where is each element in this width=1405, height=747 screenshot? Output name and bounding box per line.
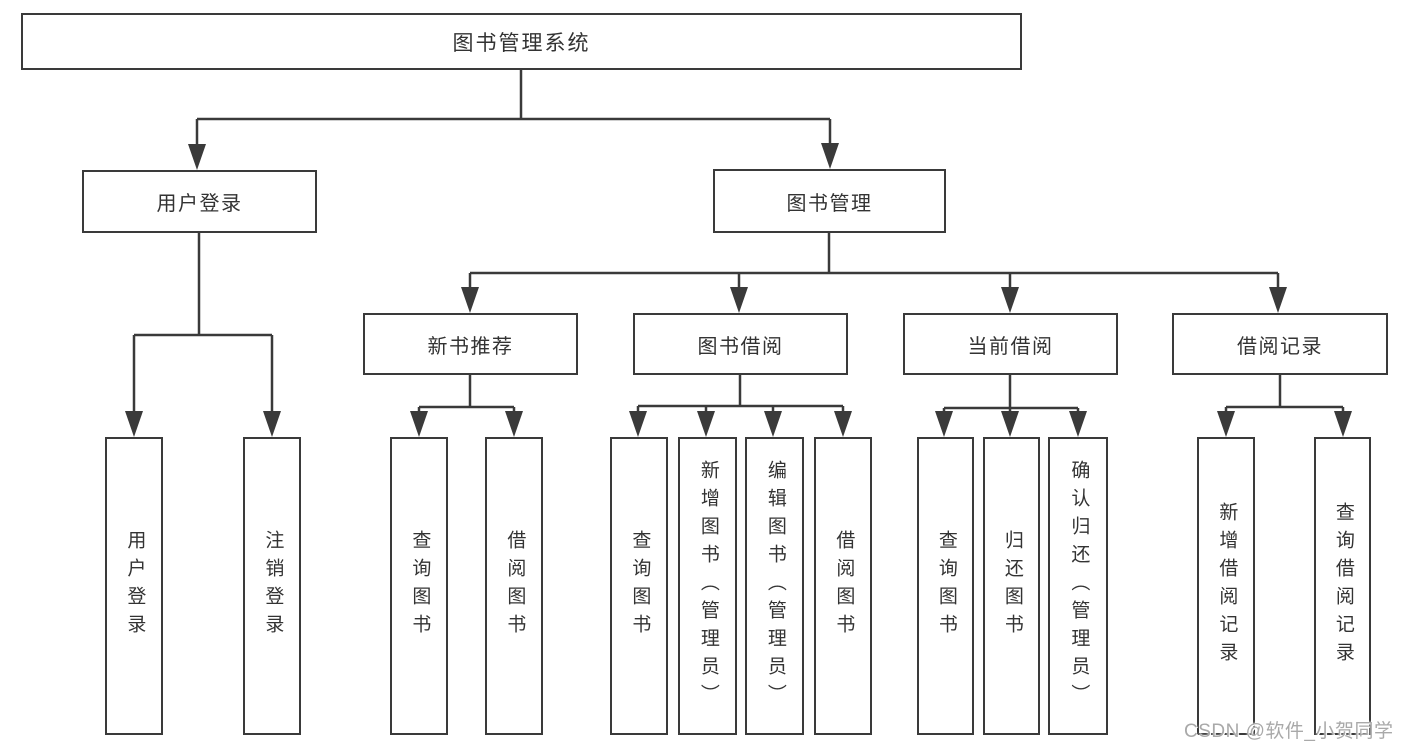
node-label: 归还图书 [1001,530,1023,642]
arrowhead-icon [505,411,523,437]
arrowhead-icon [730,287,748,313]
leaf-query-books-borrow: 查询图书 [610,437,668,735]
node-borrowing-records: 借阅记录 [1172,313,1388,375]
leaf-borrow-books-recommend: 借阅图书 [485,437,543,735]
node-user-login: 用户登录 [82,170,317,233]
arrowhead-icon [125,411,143,437]
arrowhead-icon [410,411,428,437]
leaf-return-books: 归还图书 [983,437,1040,735]
node-label: 查询图书 [629,530,651,642]
arrowhead-icon [821,143,839,169]
node-library-system: 图书管理系统 [21,13,1022,70]
arrowhead-icon [697,411,715,437]
node-label: 用户登录 [124,530,146,642]
arrowhead-icon [461,287,479,313]
node-label: 借阅记录 [1237,335,1323,358]
node-label: 确认归还（管理员） [1068,460,1090,712]
leaf-add-book-admin: 新增图书（管理员） [678,437,737,735]
leaf-query-books-recommend: 查询图书 [390,437,448,735]
leaf-query-books-current: 查询图书 [917,437,974,735]
node-label: 查询图书 [409,530,431,642]
arrowhead-icon [1334,411,1352,437]
arrowhead-icon [1001,411,1019,437]
arrowheads [125,143,1352,437]
node-label: 用户登录 [156,193,243,215]
node-book-borrowing: 图书借阅 [633,313,848,375]
watermark: CSDN @软件_小贺同学 [1184,721,1394,742]
arrowhead-icon [188,144,206,170]
node-book-management: 图书管理 [713,169,946,233]
node-label: 查询借阅记录 [1332,502,1354,670]
leaf-query-borrow-record: 查询借阅记录 [1314,437,1371,735]
arrowhead-icon [834,411,852,437]
node-label: 借阅图书 [504,530,526,642]
node-label: 查询图书 [935,530,957,642]
leaf-add-borrow-record: 新增借阅记录 [1197,437,1255,735]
arrowhead-icon [1069,411,1087,437]
node-label: 新书推荐 [427,335,514,358]
node-label: 新增借阅记录 [1216,502,1238,670]
node-label: 注销登录 [262,530,284,642]
arrowhead-icon [935,411,953,437]
node-current-borrowing: 当前借阅 [903,313,1118,375]
node-new-book-recommend: 新书推荐 [363,313,578,375]
node-label: 图书管理 [786,192,873,215]
node-label: 图书借阅 [697,335,784,358]
arrowhead-icon [263,411,281,437]
leaf-user-login: 用户登录 [105,437,163,735]
node-label: 新增图书（管理员） [697,460,719,712]
leaf-borrow-books: 借阅图书 [814,437,872,735]
arrowhead-icon [1217,411,1235,437]
leaf-confirm-return-admin: 确认归还（管理员） [1048,437,1108,735]
arrowhead-icon [1001,287,1019,313]
arrowhead-icon [1269,287,1287,313]
node-label: 编辑图书（管理员） [764,460,786,712]
arrowhead-icon [764,411,782,437]
leaf-logout: 注销登录 [243,437,301,735]
node-label: 借阅图书 [833,530,855,642]
node-label: 图书管理系统 [452,31,591,55]
arrowhead-icon [629,411,647,437]
leaf-edit-book-admin: 编辑图书（管理员） [745,437,804,735]
node-label: 当前借阅 [967,335,1054,358]
